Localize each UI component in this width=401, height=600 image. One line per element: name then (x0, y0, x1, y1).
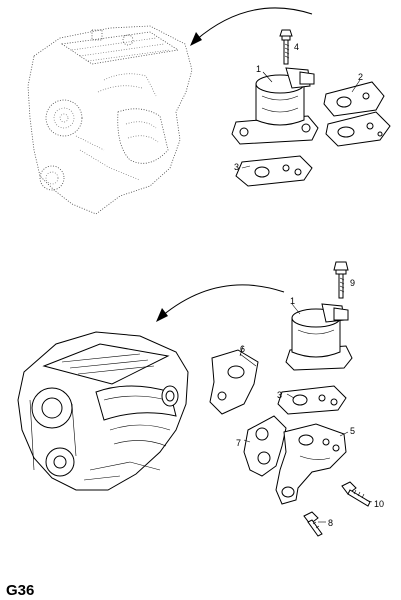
bolt-10 (341, 481, 371, 507)
egr-valve-top (231, 67, 319, 145)
callout-9: 9 (350, 278, 355, 288)
callout-10: 10 (374, 499, 384, 509)
engine-top-illustration (27, 25, 193, 215)
arrow-bottom (156, 284, 285, 322)
callout-8: 8 (328, 518, 333, 528)
callout-3-bottom: 3 (277, 390, 282, 400)
adapter-6 (209, 349, 259, 415)
bolt-9 (333, 261, 349, 299)
callout-1-top: 1 (256, 64, 261, 74)
bolt-4-top (279, 29, 293, 65)
gasket-3-top (235, 155, 313, 187)
callout-2: 2 (358, 72, 363, 82)
gasket-3-bottom (277, 385, 347, 415)
callout-7: 7 (236, 438, 241, 448)
callout-6: 6 (240, 344, 245, 354)
adapter-5 (275, 423, 347, 505)
bolt-8 (303, 511, 323, 537)
egr-valve-bottom (285, 303, 353, 371)
page-code-label: G36 (6, 582, 34, 599)
leader-lines (239, 71, 373, 523)
engine-bottom-illustration (17, 331, 189, 491)
callout-1-bottom: 1 (290, 296, 295, 306)
gasket-2 (323, 81, 391, 147)
callout-3-top: 3 (234, 162, 239, 172)
arrow-top (190, 7, 313, 46)
callout-4: 4 (294, 42, 299, 52)
callout-5: 5 (350, 426, 355, 436)
gasket-7 (243, 415, 287, 477)
